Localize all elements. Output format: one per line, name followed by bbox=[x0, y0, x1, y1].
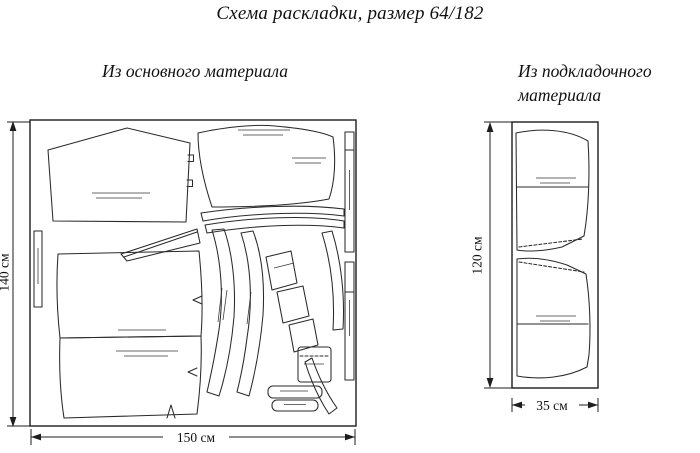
piece-back-notch-2 bbox=[186, 179, 194, 188]
lining-piece-top-foldline bbox=[518, 238, 584, 248]
lining-height-label: 120 см bbox=[469, 236, 485, 275]
dimension-arrowheads bbox=[9, 121, 598, 441]
piece-belt-strip-right-bottom bbox=[344, 261, 355, 381]
piece-diagonal-strip bbox=[304, 357, 338, 415]
lining-fabric-heading: Из подкладочного материала bbox=[518, 61, 652, 105]
piece-front-lower bbox=[59, 335, 202, 419]
lining-width-label: 35 см bbox=[525, 397, 579, 414]
piece-belt-strip-left bbox=[33, 230, 43, 308]
piece-back bbox=[47, 127, 191, 223]
piece-sleeve-band-1 bbox=[206, 228, 236, 397]
piece-pocket bbox=[297, 346, 332, 383]
lining-fabric-outline bbox=[511, 121, 599, 389]
lining-fabric-pieces bbox=[515, 129, 591, 379]
page-title: Схема раскладки, размер 64/182 bbox=[216, 3, 484, 24]
piece-facing-quad-2 bbox=[276, 285, 310, 324]
main-fabric-outline bbox=[29, 119, 357, 427]
piece-wedge-pair-divider bbox=[123, 231, 198, 258]
fabric-outlines bbox=[29, 119, 599, 427]
piece-collar-strip-1 bbox=[200, 205, 345, 222]
main-height-label: 140 см bbox=[0, 253, 12, 292]
piece-cuff-strip-1 bbox=[267, 385, 323, 399]
piece-cuff-strip-2 bbox=[271, 399, 319, 412]
piece-back-notch-1 bbox=[187, 154, 195, 163]
piece-front-dart-1 bbox=[192, 295, 203, 305]
piece-front-upper bbox=[56, 250, 203, 339]
piece-sleeve-band-2 bbox=[236, 230, 265, 397]
main-width-label: 150 см bbox=[163, 429, 229, 446]
piece-front-dart-3 bbox=[166, 404, 176, 419]
piece-front-dart-2 bbox=[187, 367, 198, 377]
lining-piece-bottom-foldline bbox=[518, 261, 585, 273]
lining-piece-bottom bbox=[516, 257, 591, 379]
lining-height-dim-line bbox=[484, 121, 512, 389]
lining-piece-top bbox=[515, 129, 590, 252]
main-fabric-heading: Из основного материала bbox=[102, 61, 288, 81]
piece-top-right bbox=[197, 124, 336, 208]
piece-facing-quad-1 bbox=[265, 250, 298, 291]
piece-belt-strip-right-top bbox=[344, 131, 355, 253]
piece-side-band bbox=[321, 230, 345, 331]
piece-facing-quad-3 bbox=[288, 318, 319, 353]
piece-wedge-pair bbox=[120, 228, 201, 262]
dimension-lines bbox=[7, 121, 599, 445]
main-fabric-pieces bbox=[33, 124, 355, 419]
main-height-dim-line bbox=[7, 121, 30, 427]
piece-label-marks bbox=[37, 129, 576, 405]
piece-collar-strip-2 bbox=[204, 216, 345, 234]
